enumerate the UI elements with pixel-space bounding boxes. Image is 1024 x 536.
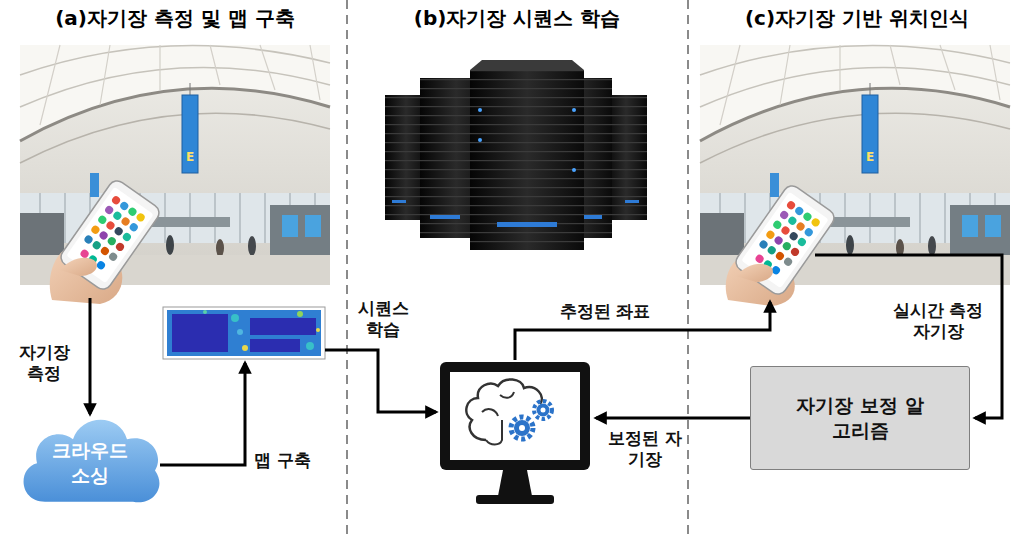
illustration-part (167, 310, 321, 356)
hand-phone (726, 182, 838, 306)
illustration-part (572, 168, 576, 172)
illustration-part (242, 345, 248, 351)
arrow-label: 자기장 측정 (10, 342, 78, 385)
illustration-part (736, 264, 773, 282)
illustration-part (297, 311, 303, 317)
illustration-part (316, 328, 320, 332)
illustration-part (478, 138, 482, 142)
illustration-part (596, 417, 750, 420)
illustration-part (306, 342, 314, 350)
magnetic-map (163, 307, 325, 359)
arrow-label: 실시간 측정 자기장 (884, 300, 992, 343)
illustration-part (625, 200, 639, 203)
panel-heading: (c)자기장 기반 위치인식 (694, 6, 1020, 31)
illustration-part (237, 329, 243, 335)
illustration-part (440, 362, 590, 470)
node-text: 크라우드 소싱 (42, 438, 138, 487)
illustration-part (476, 495, 554, 504)
illustration-part (172, 314, 228, 352)
illustration-part (519, 425, 525, 431)
illustration-part (515, 302, 770, 360)
arrow-label: 시퀀스 학습 (352, 298, 414, 341)
separator (346, 0, 348, 536)
illustration-part (58, 177, 163, 292)
illustration-part (231, 314, 239, 322)
illustration-part (482, 392, 514, 445)
illustration-part (89, 298, 92, 414)
illustration-part (325, 350, 436, 412)
panel-heading: (b)자기장 시퀀스 학습 (354, 6, 680, 31)
illustration-part (470, 70, 584, 250)
illustration-part (733, 182, 838, 297)
illustration-part (163, 307, 325, 359)
cloud-shape (24, 420, 160, 502)
illustration-part (470, 70, 584, 250)
separator (687, 0, 689, 536)
illustration-part (470, 60, 584, 70)
arrow-label: 추정된 좌표 (540, 301, 670, 322)
illustration-part (250, 339, 300, 352)
hand-phone (50, 177, 163, 304)
cloud-node: 크라우드 소싱 (15, 406, 165, 510)
illustration-part (497, 222, 557, 227)
illustration-part (392, 200, 406, 203)
illustration-part (470, 60, 584, 250)
illustration-part (203, 310, 207, 314)
node-text: 자기장 보정 알고리즘 (795, 393, 925, 442)
illustration-part (430, 215, 460, 219)
illustration-part (572, 108, 576, 112)
illustration-part (450, 372, 580, 460)
sign-letter: E (182, 150, 198, 165)
illustration-part (498, 470, 532, 496)
illustration-part (60, 258, 97, 276)
illustration-part (250, 318, 316, 335)
illustration-part (733, 182, 838, 297)
illustration-part (537, 404, 550, 417)
arrow-label: 맵 구축 (254, 450, 334, 471)
illustration-part (514, 420, 530, 436)
illustration-part (534, 401, 552, 419)
process-box: 자기장 보정 알고리즘 (750, 366, 970, 470)
illustration-part (478, 108, 482, 112)
ai-monitor (440, 362, 590, 504)
illustration-part (466, 379, 541, 440)
illustration-part (541, 408, 546, 413)
illustration-part (511, 417, 533, 439)
illustration-part (160, 363, 245, 465)
flow-arrows (90, 255, 1002, 465)
panel-heading: (a)자기장 측정 및 맵 구축 (14, 6, 336, 31)
illustration-part (58, 177, 163, 292)
arrow-label: 보정된 자기장 (604, 428, 686, 471)
server-racks (385, 60, 647, 250)
sign-letter: E (862, 150, 878, 165)
